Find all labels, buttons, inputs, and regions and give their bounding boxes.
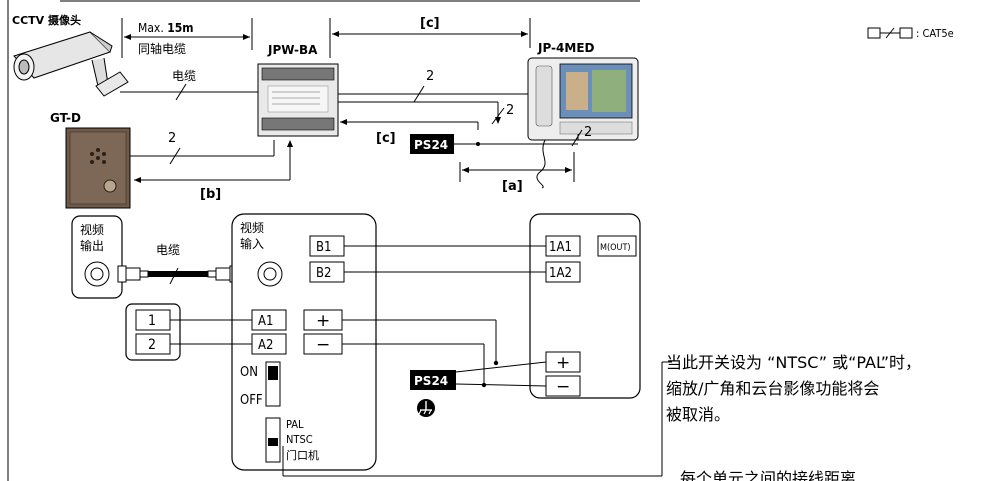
wire-ps-minus: [455, 383, 547, 387]
note-line2: 缩放/广角和云台影像功能将会: [666, 379, 879, 398]
terminal-minus-label: −: [316, 335, 330, 355]
terminal-b1-label: B1: [316, 240, 331, 255]
dist-a: [a]: [502, 179, 523, 194]
cable-slash: [169, 267, 179, 285]
on-off-switch-knob: [268, 366, 278, 380]
wire-count: 2: [584, 125, 592, 140]
ps24-top-box: [410, 134, 454, 154]
arrowhead: [340, 119, 347, 125]
door-label: 门口机: [286, 448, 319, 462]
video-out-line1: 视频: [80, 222, 104, 237]
wire-count: 2: [168, 131, 176, 146]
wire-count: 2: [426, 69, 434, 84]
gt-d-device: [65, 127, 131, 209]
jp-4med-device: [527, 57, 639, 189]
camera-cable-label: 电缆: [172, 69, 196, 83]
coax-label: 同轴电缆: [138, 41, 186, 56]
terminal-plus-label: +: [316, 311, 330, 331]
dist-c-low: [c]: [376, 131, 396, 146]
pal-label: PAL: [286, 418, 304, 431]
wire-slash: [491, 107, 505, 125]
gt-d-label: GT-D: [50, 111, 81, 125]
ground-icon: [417, 399, 435, 417]
cat5e-legend: [867, 27, 913, 39]
monitor-minus-label: −: [556, 377, 570, 397]
ps24-top-label: PS24: [414, 138, 448, 152]
pal-ntsc-switch-knob: [268, 438, 278, 446]
max-length-label: Max. 15m: [138, 21, 193, 35]
wire-count: 2: [506, 103, 514, 118]
arrowhead: [124, 34, 131, 40]
coax-cable-label: 电缆: [156, 243, 180, 257]
monitor-plus-label: +: [556, 353, 570, 373]
terminal-1-label: 1: [148, 313, 156, 329]
wire-slash: [169, 147, 181, 165]
video-in-line2: 输入: [240, 236, 264, 251]
terminal-2-label: 2: [148, 337, 156, 353]
bottom-note: 每个单元之间的接线距离: [680, 469, 856, 481]
ps24-schematic-box: [410, 370, 456, 390]
arrowhead: [521, 31, 528, 37]
junction-dot: [493, 360, 499, 366]
terminal-a2-label: A2: [258, 338, 273, 353]
arrowhead: [565, 167, 572, 173]
jpw-ba-device: [257, 63, 339, 137]
cctv-label: CCTV 摄像头: [12, 13, 81, 27]
off-label: OFF: [240, 393, 263, 408]
arrowhead: [243, 34, 250, 40]
terminal-mout-label: M(OUT): [600, 243, 631, 253]
terminal-1a1-label: 1A1: [549, 240, 572, 255]
wire-slash: [571, 129, 583, 147]
dist-b: [b]: [200, 187, 221, 202]
camera-video-out-box: [71, 215, 123, 299]
terminal-mout: [597, 235, 637, 257]
junction-dot: [476, 142, 480, 146]
wire-ps-plus: [455, 361, 547, 373]
junction-dot: [481, 382, 487, 388]
jpw-ba-label: JPW-BA: [267, 43, 318, 57]
note-line1: 当此开关设为 “NTSC” 或“PAL”时，: [666, 353, 921, 372]
note-line3: 被取消。: [666, 405, 730, 424]
terminal-a1-label: A1: [258, 314, 273, 329]
arrowhead: [462, 167, 469, 173]
arrowhead: [287, 140, 293, 147]
cctv-camera-icon: [13, 31, 129, 97]
terminal-b2-label: B2: [316, 266, 331, 281]
cat5e-label: : CAT5e: [916, 27, 954, 40]
cable-slash: [175, 83, 187, 101]
terminal-1a2-label: 1A2: [549, 266, 572, 281]
video-in-line1: 视频: [240, 220, 264, 235]
ps24-schematic-label: PS24: [414, 374, 448, 388]
jp-4med-label: JP-4MED: [537, 41, 595, 55]
arrowhead: [332, 31, 339, 37]
arrowhead: [134, 177, 141, 183]
ntsc-label: NTSC: [286, 433, 313, 446]
dist-c-top: [c]: [420, 16, 440, 31]
wire-slash: [413, 85, 425, 103]
on-label: ON: [240, 365, 258, 380]
video-out-line2: 输出: [80, 238, 104, 253]
